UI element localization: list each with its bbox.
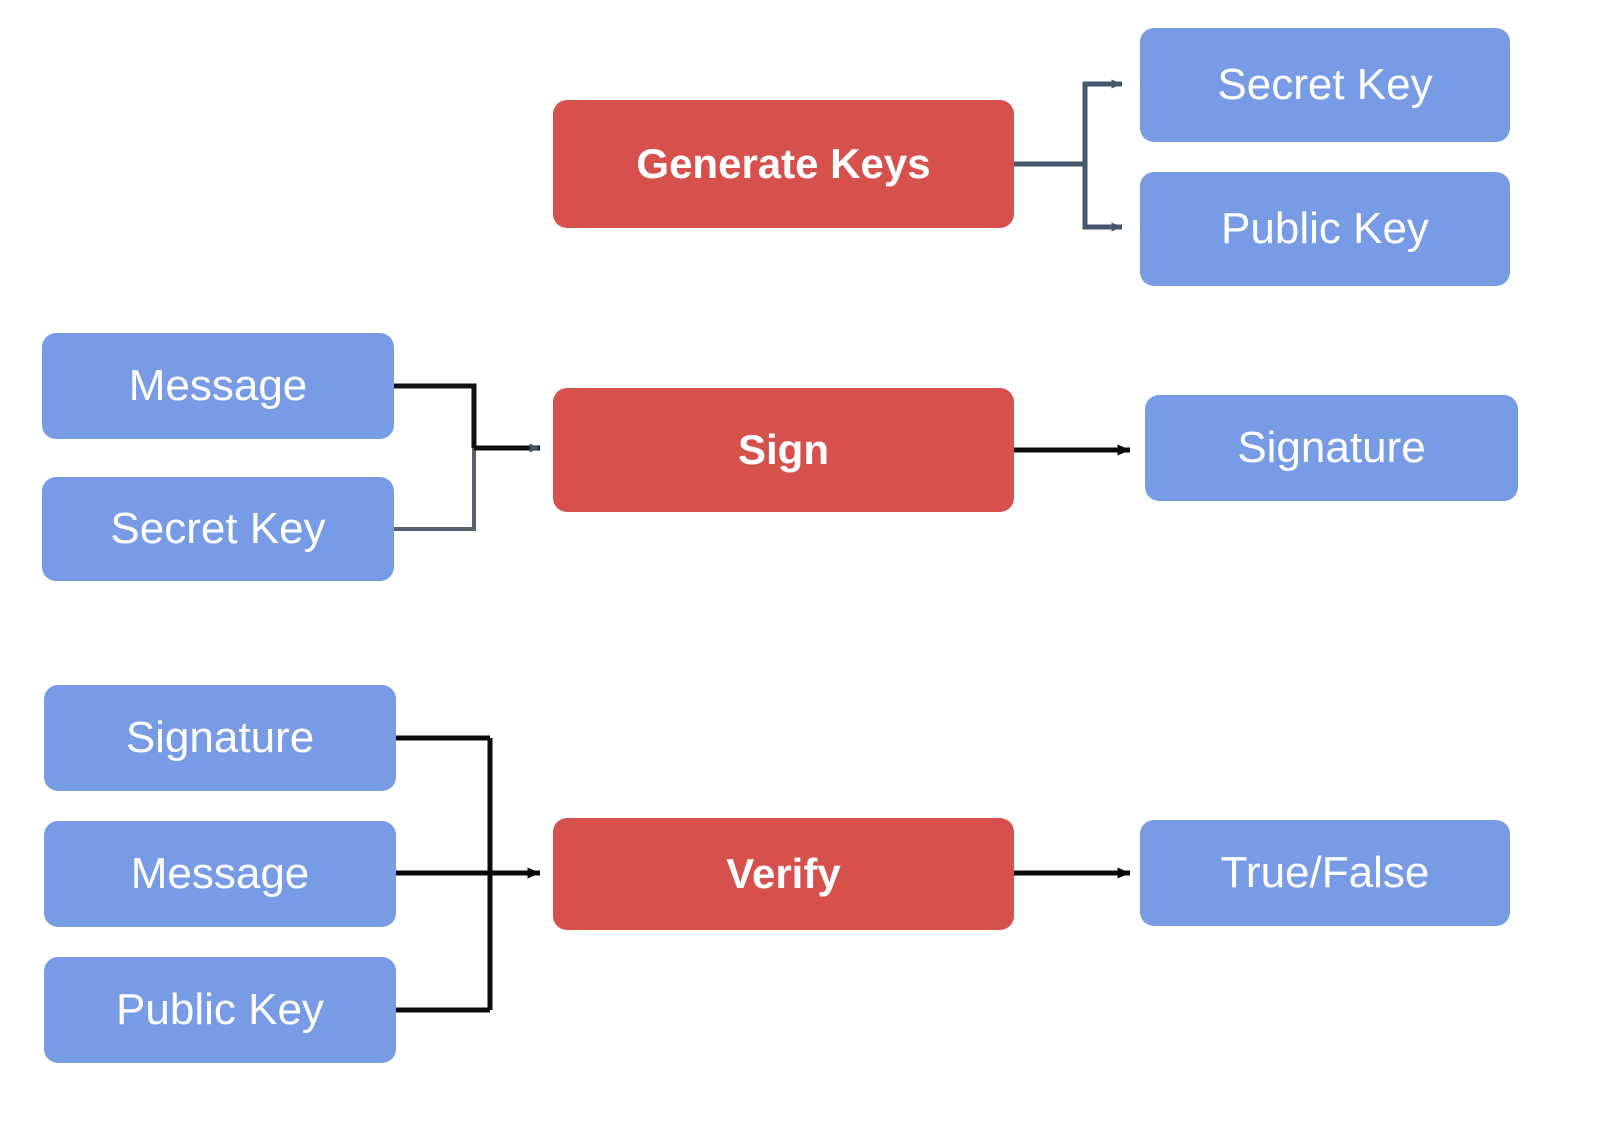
data-node-sign-input-secret-key[interactable]: Secret Key: [42, 477, 394, 581]
process-node-sign[interactable]: Sign: [553, 388, 1014, 512]
data-node-sign-input-message[interactable]: Message: [42, 333, 394, 439]
data-node-sign-output-signature[interactable]: Signature: [1145, 395, 1518, 501]
data-node-verify-input-message[interactable]: Message: [44, 821, 396, 927]
data-node-generate-output-public-key[interactable]: Public Key: [1140, 172, 1510, 286]
data-node-verify-input-public-key[interactable]: Public Key: [44, 957, 396, 1063]
process-node-verify[interactable]: Verify: [553, 818, 1014, 930]
data-node-generate-output-secret-key[interactable]: Secret Key: [1140, 28, 1510, 142]
connector-verify-inputs: [394, 735, 541, 1013]
process-node-generate-keys[interactable]: Generate Keys: [553, 100, 1014, 228]
connector-generate-keys-split: [1014, 79, 1123, 232]
connector-sign-inputs: [394, 383, 541, 531]
data-node-verify-input-signature[interactable]: Signature: [44, 685, 396, 791]
data-node-verify-output-true-false[interactable]: True/False: [1140, 820, 1510, 926]
